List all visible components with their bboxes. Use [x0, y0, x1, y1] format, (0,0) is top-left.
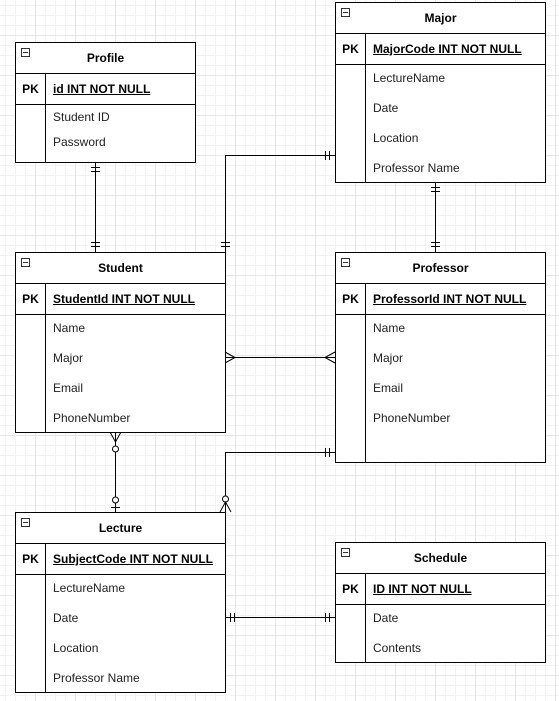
primary-key-row[interactable]: PK SubjectCode INT NOT NULL [16, 544, 225, 575]
pk-label: PK [336, 574, 366, 604]
connector-major-professor[interactable] [431, 182, 440, 252]
collapse-icon[interactable] [21, 258, 30, 267]
entity-major[interactable]: Major PK MajorCode INT NOT NULL LectureN… [335, 2, 546, 183]
field-date[interactable]: Date [373, 611, 399, 625]
entity-profile[interactable]: Profile PK id INT NOT NULL Student ID Pa… [15, 42, 196, 163]
field-email[interactable]: Email [53, 381, 84, 395]
field-major[interactable]: Major [373, 351, 404, 365]
pk-field: ProfessorId INT NOT NULL [373, 292, 527, 306]
field-lecture-name[interactable]: LectureName [373, 71, 446, 85]
field-location[interactable]: Location [53, 641, 99, 655]
entity-title: Student [98, 261, 143, 275]
pk-field: SubjectCode INT NOT NULL [53, 552, 213, 566]
entity-student[interactable]: Student PK StudentId INT NOT NULL Name M… [15, 252, 226, 433]
pk-field: StudentId INT NOT NULL [53, 292, 195, 306]
field-name[interactable]: Name [373, 321, 406, 335]
pk-field: MajorCode INT NOT NULL [373, 42, 522, 56]
pk-field: id INT NOT NULL [53, 82, 151, 96]
collapse-icon[interactable] [341, 548, 350, 557]
field-location[interactable]: Location [373, 131, 419, 145]
entity-student-header: Student [16, 253, 225, 284]
connector-student-major[interactable] [221, 151, 335, 252]
field-lecture-name[interactable]: LectureName [53, 581, 126, 595]
field-date[interactable]: Date [373, 101, 399, 115]
field-student-id[interactable]: Student ID [53, 110, 110, 124]
entity-title: Profile [86, 51, 125, 65]
entity-fields: LectureName Date Location Professor Name [336, 64, 545, 182]
collapse-icon[interactable] [21, 518, 30, 527]
primary-key-row[interactable]: PK ProfessorId INT NOT NULL [336, 284, 545, 315]
entity-lecture-header: Lecture [16, 513, 225, 544]
entity-fields: Name Major Email PhoneNumber [16, 314, 225, 432]
entity-fields: LectureName Date Location Professor Name [16, 574, 225, 692]
connector-student-lecture[interactable] [109, 431, 122, 512]
pk-label: PK [16, 74, 46, 104]
field-date[interactable]: Date [53, 611, 79, 625]
entity-schedule[interactable]: Schedule PK ID INT NOT NULL Date Content… [335, 542, 546, 663]
entity-fields: Student ID Password [16, 104, 195, 162]
entity-professor[interactable]: Professor PK ProfessorId INT NOT NULL Na… [335, 252, 546, 463]
entity-lecture[interactable]: Lecture PK SubjectCode INT NOT NULL Lect… [15, 512, 226, 693]
entity-fields: Name Major Email PhoneNumber [336, 314, 545, 462]
entity-title: Professor [412, 261, 469, 275]
pk-label: PK [16, 544, 46, 574]
pk-label: PK [336, 34, 366, 64]
entity-schedule-header: Schedule [336, 543, 545, 574]
connector-lecture-schedule[interactable] [225, 613, 335, 622]
pk-label: PK [16, 284, 46, 314]
pk-field: ID INT NOT NULL [373, 582, 472, 596]
field-professor-name[interactable]: Professor Name [53, 671, 140, 685]
field-name[interactable]: Name [53, 321, 86, 335]
connector-student-professor[interactable] [224, 351, 336, 364]
primary-key-row[interactable]: PK StudentId INT NOT NULL [16, 284, 225, 315]
entity-major-header: Major [336, 3, 545, 34]
pk-label: PK [336, 284, 366, 314]
entity-title: Schedule [413, 551, 468, 565]
connector-professor-lecture[interactable] [219, 448, 335, 513]
field-professor-name[interactable]: Professor Name [373, 161, 460, 175]
connector-profile-student[interactable] [91, 162, 100, 252]
primary-key-row[interactable]: PK ID INT NOT NULL [336, 574, 545, 605]
field-email[interactable]: Email [373, 381, 404, 395]
entity-title: Lecture [98, 521, 143, 535]
primary-key-row[interactable]: PK id INT NOT NULL [16, 74, 195, 105]
entity-title: Major [424, 11, 457, 25]
field-phone-number[interactable]: PhoneNumber [53, 411, 131, 425]
primary-key-row[interactable]: PK MajorCode INT NOT NULL [336, 34, 545, 65]
entity-professor-header: Professor [336, 253, 545, 284]
field-password[interactable]: Password [53, 135, 106, 149]
field-contents[interactable]: Contents [373, 641, 422, 655]
entity-fields: Date Contents [336, 604, 545, 662]
field-phone-number[interactable]: PhoneNumber [373, 411, 451, 425]
field-major[interactable]: Major [53, 351, 84, 365]
collapse-icon[interactable] [341, 258, 350, 267]
collapse-icon[interactable] [341, 8, 350, 17]
collapse-icon[interactable] [21, 48, 30, 57]
entity-profile-header: Profile [16, 43, 195, 74]
